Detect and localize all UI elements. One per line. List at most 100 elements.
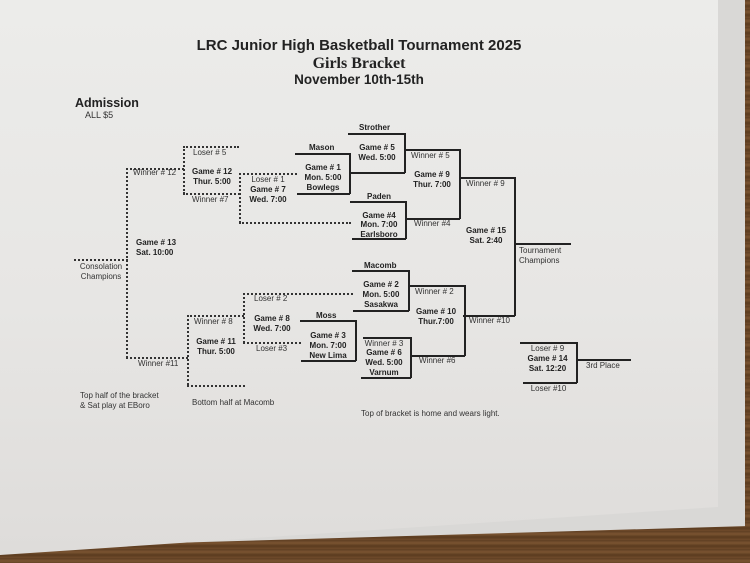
game3-bottom-line — [301, 360, 356, 362]
game10-connector — [464, 285, 466, 356]
game8-bottom-slot: Loser #3 — [256, 344, 288, 353]
game13-bottom-line — [126, 357, 188, 359]
game12-label: Game # 12 — [191, 167, 233, 176]
game15-bottom-slot: Winner #10 — [469, 316, 510, 325]
game15-top-slot: Winner # 9 — [466, 179, 505, 188]
admission-label: Admission — [75, 96, 139, 110]
game11-top-slot: Winner # 8 — [194, 317, 233, 326]
game14-top-slot: Loser # 9 — [530, 344, 565, 353]
team-paden: Paden — [367, 192, 392, 201]
game11-bottom-line — [187, 385, 245, 387]
game13-connector — [126, 168, 128, 358]
note-top-half: Top half of the bracket — [80, 391, 159, 400]
consolation-champions-label: Consolation Champions — [79, 262, 123, 281]
game5-time: Wed. 5:00 — [358, 153, 396, 162]
game1-top-line — [295, 153, 350, 155]
game15-top-line — [459, 177, 515, 179]
game11-label: Game # 11 — [196, 337, 236, 346]
game5-top-line — [348, 133, 405, 135]
team-new-lima: New Lima — [309, 351, 347, 360]
team-bowlegs: Bowlegs — [306, 183, 340, 192]
team-sasakwa: Sasakwa — [364, 300, 398, 309]
game2-label: Game # 2 — [363, 280, 399, 289]
game5-connector — [404, 133, 406, 173]
team-moss: Moss — [316, 311, 337, 320]
game15-time: Sat. 2:40 — [469, 236, 503, 245]
game12-bottom-slot: Winner #7 — [192, 195, 229, 204]
game13-top-line — [126, 168, 184, 170]
game8-connector — [243, 293, 245, 343]
game6-time: Wed. 5:00 — [365, 358, 403, 367]
game15-bottom-line — [463, 315, 515, 317]
game4-top-line — [350, 201, 406, 203]
game4-time: Mon. 7:00 — [360, 220, 398, 229]
game14-connector — [576, 342, 578, 383]
game12-bottom-line — [183, 193, 240, 195]
team-earlsboro: Earlsboro — [360, 230, 398, 239]
consolation-champion-line — [74, 259, 128, 261]
game10-label: Game # 10 — [415, 307, 457, 316]
game14-top-line — [520, 342, 576, 344]
game12-connector — [183, 146, 185, 194]
team-macomb: Macomb — [364, 261, 397, 270]
game13-label: Game # 13 — [136, 238, 177, 247]
game1-time: Mon. 5:00 — [304, 173, 342, 182]
game9-bottom-line — [405, 218, 460, 220]
game8-label: Game # 8 — [254, 314, 290, 323]
game7-top-slot: Loser # 1 — [251, 175, 285, 184]
game13-top-slot: Winner # 12 — [133, 168, 177, 177]
game9-top-line — [404, 149, 460, 151]
game7-connector — [239, 173, 241, 223]
game8-top-line — [243, 293, 353, 295]
game1-bottom-line — [297, 193, 350, 195]
tournament-champions-label: Tournament Champions — [519, 246, 562, 265]
game11-connector — [187, 315, 189, 385]
tournament-title: LRC Junior High Basketball Tournament 20… — [196, 37, 522, 54]
game11-top-line — [187, 315, 244, 317]
game6-connector — [410, 337, 412, 378]
game11-time: Thur. 5:00 — [197, 347, 235, 356]
game7-bottom-line — [239, 222, 351, 224]
champion-line — [515, 243, 571, 245]
game10-bottom-slot: Winner #6 — [419, 356, 456, 365]
game3-connector — [355, 320, 357, 361]
game13-time: Sat. 10:00 — [136, 248, 174, 257]
tournament-dates: November 10th-15th — [294, 72, 424, 87]
game3-label: Game # 3 — [310, 331, 346, 340]
game2-connector — [408, 270, 410, 311]
game3-time: Mon. 7:00 — [309, 341, 347, 350]
game7-time: Wed. 7:00 — [249, 195, 287, 204]
game6-label: Game # 6 — [366, 348, 402, 357]
admission-price: ALL $5 — [85, 110, 114, 120]
game14-time: Sat. 12:20 — [528, 364, 567, 373]
game10-top-line — [408, 285, 465, 287]
game1-connector — [349, 153, 351, 194]
game7-top-line — [239, 173, 297, 175]
game9-bottom-slot: Winner #4 — [414, 219, 451, 228]
game15-label: Game # 15 — [465, 226, 507, 235]
game10-top-slot: Winner # 2 — [415, 287, 454, 296]
game3-top-line — [300, 320, 356, 322]
note-top-half-eboro: & Sat play at EBoro — [80, 401, 150, 410]
third-place-label: 3rd Place — [586, 361, 620, 370]
game6-bottom-line — [361, 377, 411, 379]
game4-connector — [405, 201, 407, 239]
game12-top-slot: Loser # 5 — [193, 148, 227, 157]
game9-label: Game # 9 — [414, 170, 450, 179]
game1-label: Game # 1 — [305, 163, 341, 172]
team-mason: Mason — [309, 143, 335, 152]
game6-top-line — [363, 337, 411, 339]
game9-connector — [459, 149, 461, 219]
game8-bottom-line — [243, 342, 301, 344]
game5-label: Game # 5 — [359, 143, 395, 152]
game10-time: Thur.7:00 — [418, 317, 454, 326]
game15-connector — [514, 177, 516, 316]
bracket-sheet: LRC Junior High Basketball Tournament 20… — [0, 0, 718, 555]
team-varnum: Varnum — [369, 368, 399, 377]
game10-bottom-line — [412, 355, 465, 357]
game14-bottom-line — [523, 382, 577, 384]
game14-label: Game # 14 — [527, 354, 568, 363]
game2-time: Mon. 5:00 — [362, 290, 400, 299]
game12-top-line — [183, 146, 239, 148]
bracket-subtitle: Girls Bracket — [312, 55, 406, 72]
